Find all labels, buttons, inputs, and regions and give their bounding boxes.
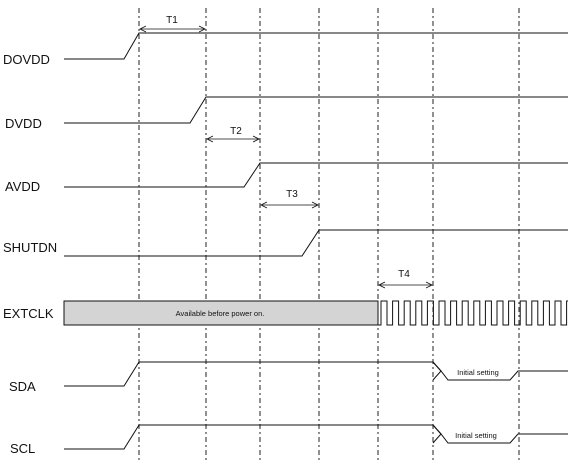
timing-label-t4: T4 — [398, 269, 410, 280]
signal-label-avdd: AVDD — [5, 179, 40, 194]
timing-label-t2: T2 — [230, 126, 242, 137]
timing-t1: T1 — [139, 15, 206, 33]
timing-t3: T3 — [260, 189, 319, 209]
timing-arrowheads-t4 — [378, 281, 433, 289]
signal-label-sda: SDA — [9, 379, 36, 394]
signal-label-dovdd: DOVDD — [3, 52, 50, 67]
timing-label-t1: T1 — [166, 15, 178, 26]
waveform-extclk — [378, 300, 568, 326]
waveform-shutdn — [64, 229, 568, 257]
timing-arrowheads-t3 — [260, 201, 319, 209]
signal-label-shutdn: SHUTDN — [3, 240, 57, 255]
timing-label-t3: T3 — [286, 189, 298, 200]
extclk-note: Available before power on. — [176, 309, 265, 318]
waveform-dovdd — [64, 32, 568, 60]
timing-t2: T2 — [206, 126, 260, 143]
timing-t4: T4 — [378, 269, 433, 289]
timing-arrowheads-t2 — [206, 135, 260, 143]
sda-note: Initial setting — [457, 368, 499, 377]
waveform-dvdd — [64, 96, 568, 124]
signal-label-scl: SCL — [10, 441, 35, 456]
signal-label-extclk: EXTCLK — [3, 306, 54, 321]
guide-lines — [138, 8, 520, 462]
scl-note: Initial setting — [455, 431, 497, 440]
waveform-avdd — [64, 162, 568, 188]
signal-label-dvdd: DVDD — [5, 116, 42, 131]
waveform-sda-transition — [432, 361, 442, 381]
waveform-scl-transition — [432, 424, 442, 444]
timing-arrowheads-t1 — [139, 25, 206, 33]
extclk-available-region — [63, 300, 379, 326]
